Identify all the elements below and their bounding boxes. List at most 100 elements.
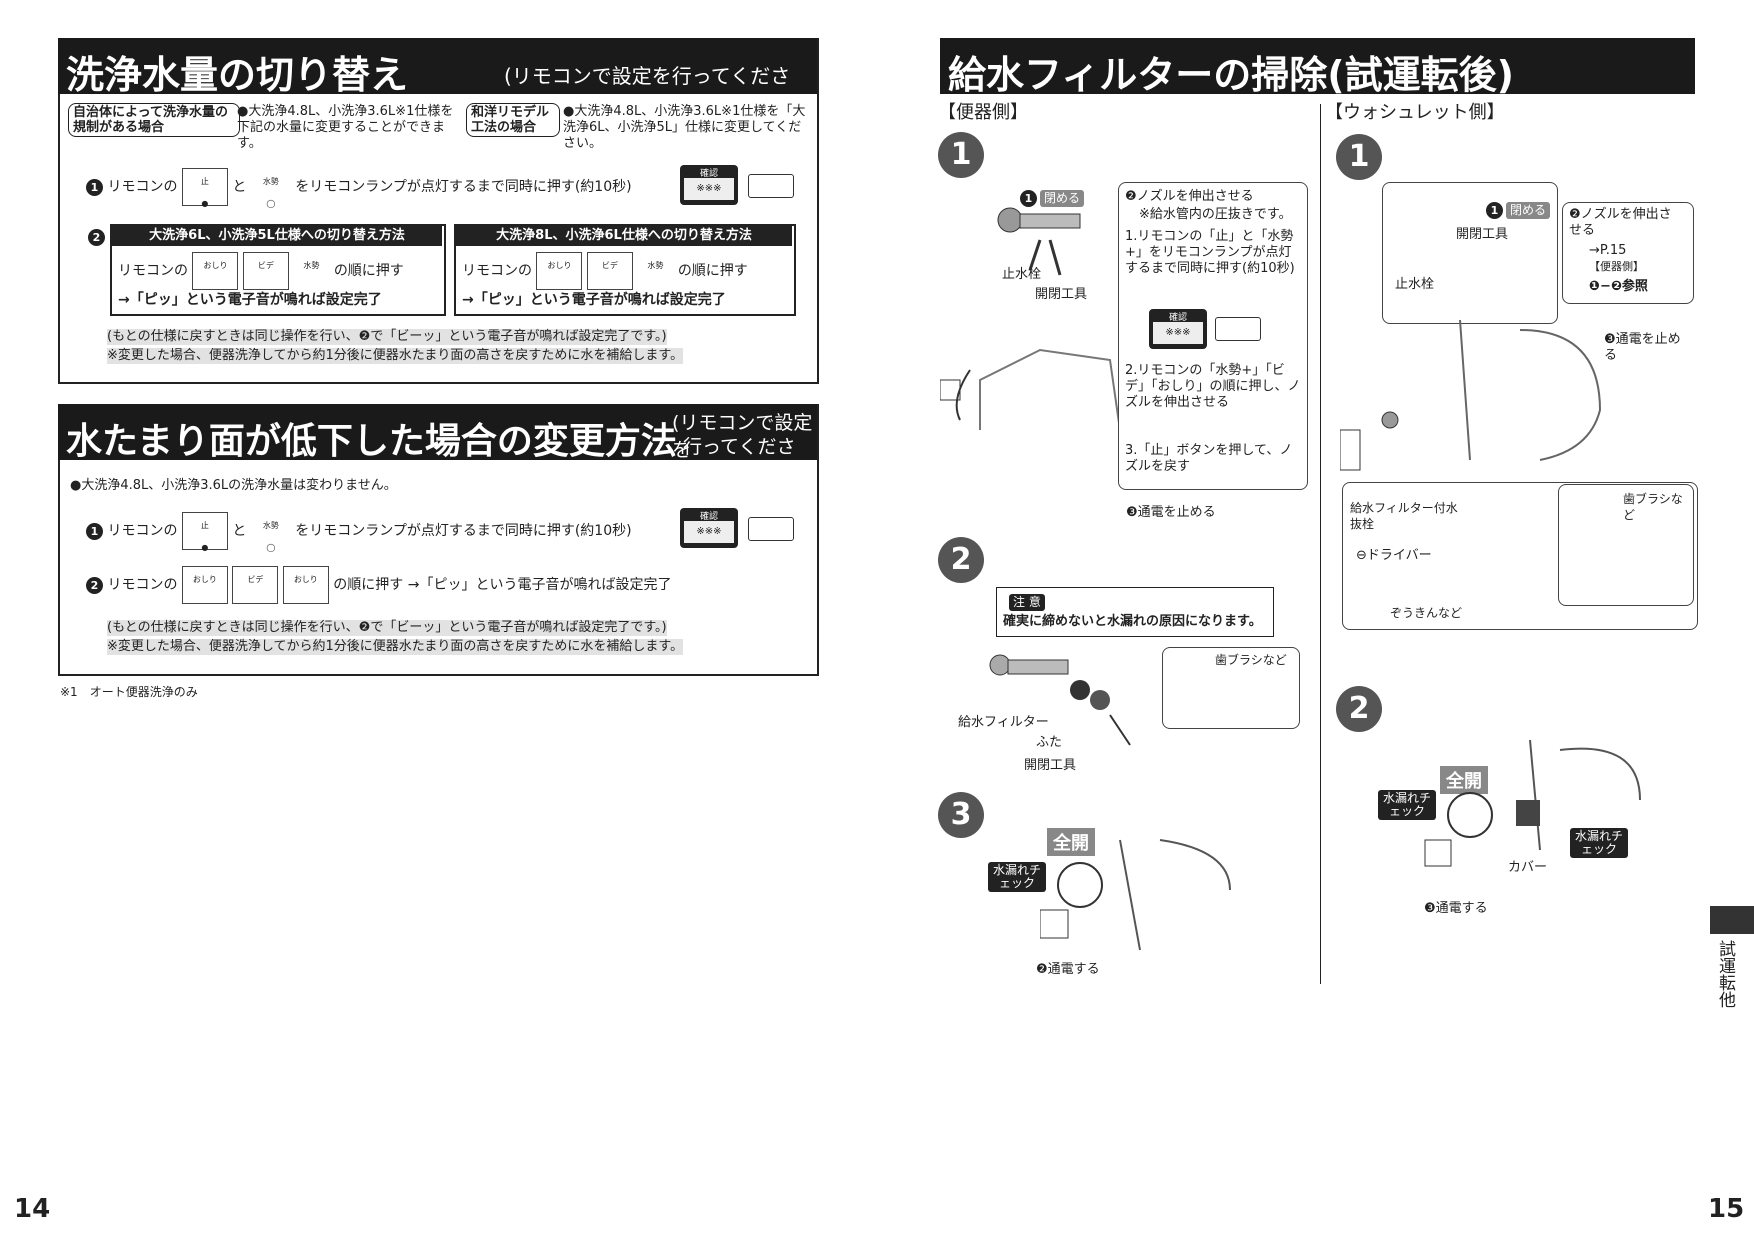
sub-6l-row: リモコンの おしり ビデ 水勢 の順に押す <box>118 252 448 290</box>
step-2-badge: 2 <box>938 537 984 583</box>
step-number-2: 2 <box>88 229 105 246</box>
valve-open-illustration <box>1040 839 1231 951</box>
side-tab-label: 試運転他 <box>1715 940 1735 1008</box>
footnote: ※1 オート便器洗浄のみ <box>60 685 198 699</box>
remote-icon <box>1215 317 1261 341</box>
label-tool-2: 開閉工具 <box>1024 758 1077 773</box>
oshiri-button-icon: おしり <box>536 252 583 290</box>
full-open-tag: 全開 <box>1047 828 1095 856</box>
power-on-1: ❷通電する <box>1036 962 1100 977</box>
stop-power-1: ❸通電を止める <box>1126 505 1216 520</box>
step-number-1: 1 <box>86 522 103 540</box>
power-button-icon: 水勢◯ <box>250 169 291 208</box>
col2-label-valve: 止水栓 <box>1395 277 1435 292</box>
col2-toilet-illustration <box>1340 319 1602 471</box>
step-1-num: 1 <box>1020 190 1037 207</box>
col2-leak-tag-2: 水漏れチェック <box>1570 828 1628 858</box>
remote-icon <box>748 517 794 541</box>
remote-icon <box>748 174 794 198</box>
bide-button-icon: ビデ <box>232 566 279 604</box>
oshiri-button-icon: おしり <box>192 252 239 290</box>
col2-stop-power: ❸通電を止める <box>1604 332 1681 363</box>
page-number-left: 14 <box>14 1194 51 1224</box>
sub-6l-head: 大洗浄6L、小洗浄5L仕様への切り替え方法 <box>112 226 442 246</box>
side-tab-bar <box>1710 906 1754 934</box>
col2-step-1-badge: 1 <box>1336 134 1382 180</box>
oshiri-button-icon: おしり <box>181 566 228 604</box>
close-tag: 閉める <box>1040 190 1085 207</box>
brush-callout: 歯ブラシなど <box>1162 647 1300 729</box>
bide-button-icon: ビデ <box>586 252 633 290</box>
section-water-volume-box <box>58 38 819 384</box>
col2-power-on: ❸通電する <box>1424 901 1488 916</box>
section-title-note: (リモコンで設定を行ってください) <box>504 64 791 117</box>
sub-8l-box <box>454 224 796 316</box>
section2-note1: (リモコンで設定を <box>672 412 813 461</box>
regulation-text: ●大洗浄4.8L、小洗浄3.6L※1仕様を下記の水量に変更することができます。 <box>237 104 454 151</box>
col2-brush-box: 歯ブラシなど <box>1558 484 1694 606</box>
label-cover: カバー <box>1508 860 1548 875</box>
s2-step1: 1 リモコンの 止● と 水勢◯ をリモコンランプが点灯するまで同時に押す(約1… <box>86 512 686 552</box>
page-number-right: 15 <box>1708 1194 1745 1224</box>
nozzle-callout: ❷ノズルを伸出させる ※給水管内の圧抜きです。 1.リモコンの「止」と「水勢+」… <box>1118 182 1308 490</box>
sub-8l-result: →「ピッ」という電子音が鳴れば設定完了 <box>462 292 726 308</box>
step-number-1: 1 <box>86 178 103 196</box>
label-filter: 給水フィルター <box>958 715 1049 730</box>
col1-head: 【便器側】 <box>938 102 1028 123</box>
section2-title: 水たまり面が低下した場合の変更方法 <box>66 421 677 462</box>
s2-step2: 2 リモコンの おしり ビデ おしり の順に押す →「ピッ」という電子音が鳴れば… <box>86 566 806 604</box>
caution-box: 注 意 確実に締めないと水漏れの原因になります。 <box>996 587 1274 637</box>
label-driver: ⊖ドライバー <box>1356 548 1432 563</box>
leak-check-tag: 水漏れチェック <box>988 862 1046 892</box>
label-plug: 給水フィルター付水抜栓 <box>1350 501 1458 531</box>
col2-full-open-tag: 全開 <box>1440 766 1488 794</box>
sub-8l-head: 大洗浄8L、小洗浄6L仕様への切り替え方法 <box>456 226 792 246</box>
power-plus-icon: 水勢 <box>293 253 330 289</box>
label-lid: ふた <box>1036 735 1063 750</box>
section-water-level-header: 水たまり面が低下した場合の変更方法 (リモコンで設定を 行ってください) <box>58 404 817 485</box>
sub-6l-result: →「ピッ」という電子音が鳴れば設定完了 <box>118 292 382 308</box>
col2-step-2-badge: 2 <box>1336 686 1382 732</box>
label-cloth: ぞうきんなど <box>1390 606 1463 620</box>
col2-num-1: 1 <box>1486 202 1503 219</box>
confirm-lamp-icon: 確認※※※ <box>680 508 738 548</box>
section2-note2: 行ってください) <box>683 436 796 485</box>
col2-head: 【ウォシュレット側】 <box>1325 102 1505 123</box>
confirm-lamp-icon: 確認※※※ <box>680 165 738 205</box>
remodel-text: ●大洗浄4.8L、小洗浄3.6L※1仕様を「大洗浄6L、小洗浄5L」仕様に変更し… <box>563 104 806 151</box>
confirm-lamp-icon: 確認※※※ <box>1149 309 1207 349</box>
stop-button-icon: 止● <box>181 168 228 208</box>
pill-regulation: 自治体によって洗浄水量の規制がある場合 <box>68 103 240 137</box>
sub-6l-box <box>110 224 446 316</box>
col2-leak-tag: 水漏れチェック <box>1378 790 1436 820</box>
filter-illustration <box>989 654 1131 746</box>
step-3-badge: 3 <box>938 792 984 838</box>
col2-nozzle-callout: ❷ノズルを伸出させる →P.15 【便器側】 ❶−❷参照 <box>1562 202 1694 304</box>
s2-note2: ※変更した場合、便器洗浄してから約1分後に便器水たまり面の高さを戻すために水を補… <box>107 639 684 655</box>
right-title: 給水フィルターの掃除(試運転後) <box>948 53 1514 97</box>
section-water-volume-header: 洗浄水量の切り替え (リモコンで設定を行ってください) <box>58 38 817 117</box>
right-title-bar: 給水フィルターの掃除(試運転後) <box>940 38 1695 97</box>
s2-note1: (もとの仕様に戻すときは同じ操作を行い、❷で「ビーッ」という電子音が鳴れば設定完… <box>107 620 667 636</box>
bide-button-icon: ビデ <box>242 252 289 290</box>
s1-step1: 1 リモコンの 止● と 水勢◯ をリモコンランプが点灯するまで同時に押す(約1… <box>86 168 686 208</box>
power-button-icon: 水勢◯ <box>250 513 291 552</box>
s2-text1: ●大洗浄4.8L、小洗浄3.6Lの洗浄水量は変わりません。 <box>70 478 397 493</box>
oshiri-button-icon: おしり <box>282 566 329 604</box>
s1-note2: ※変更した場合、便器洗浄してから約1分後に便器水たまり面の高さを戻すために水を補… <box>107 348 684 364</box>
valve-illustration <box>940 207 1120 430</box>
sub-8l-row: リモコンの おしり ビデ 水勢 の順に押す <box>462 252 798 290</box>
step-1-badge: 1 <box>938 132 984 178</box>
col2-close-tag: 閉める <box>1506 202 1551 219</box>
label-stop-valve: 止水栓 <box>1002 267 1042 282</box>
col2-open-illustration <box>1424 739 1641 867</box>
label-tool: 開閉工具 <box>1035 287 1088 302</box>
col2-label-tool: 開閉工具 <box>1456 227 1509 242</box>
step-number-2: 2 <box>86 576 103 594</box>
stop-button-icon: 止● <box>181 512 228 552</box>
column-divider <box>1320 104 1321 984</box>
section-title: 洗浄水量の切り替え <box>66 53 409 97</box>
pill-remodel: 和洋リモデル工法の場合 <box>466 103 560 137</box>
s1-note1: (もとの仕様に戻すときは同じ操作を行い、❷で「ビーッ」という電子音が鳴れば設定完… <box>107 329 667 345</box>
power-minus-icon: 水勢 <box>637 253 674 289</box>
